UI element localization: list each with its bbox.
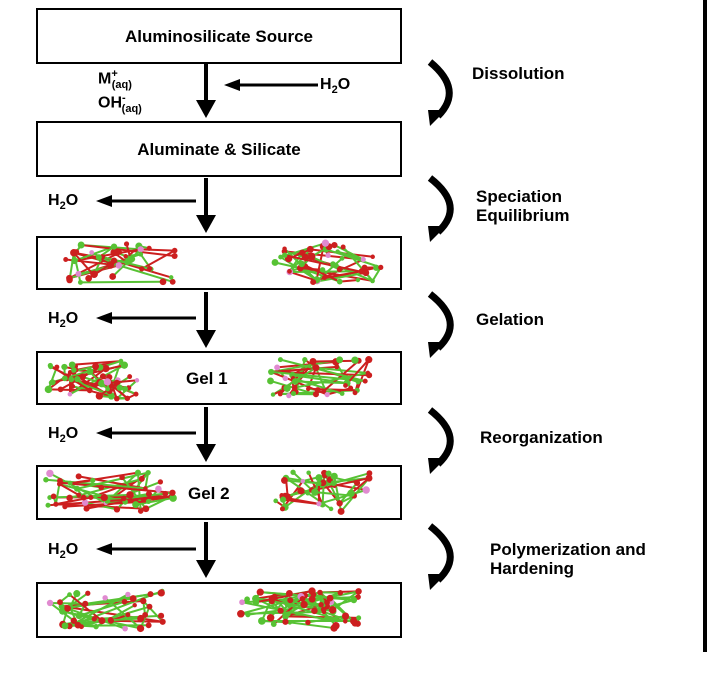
hydroxide-label: OH-(aq): [98, 92, 142, 115]
water-out-arrow-1: [96, 195, 196, 207]
down-arrow-3: [196, 292, 216, 348]
water-out-arrow-3: [96, 427, 196, 439]
water-label-out-4: H2O: [48, 541, 79, 562]
step-reorganization: Reorganization: [480, 428, 603, 447]
box-label-source: Aluminosilicate Source: [125, 27, 313, 46]
water-label-out-2: H2O: [48, 310, 79, 331]
step-speciation-equilibrium: Speciation Equilibrium: [476, 187, 570, 225]
box-aluminosilicate-source: Aluminosilicate Source: [36, 8, 402, 64]
down-arrow-2: [196, 178, 216, 233]
down-arrow-5: [196, 522, 216, 578]
step-gelation: Gelation: [476, 310, 545, 329]
curved-arrow-dissolution: [427, 59, 453, 126]
box-aluminate-silicate: Aluminate & Silicate: [36, 121, 402, 177]
water-out-arrow-2: [96, 312, 196, 324]
right-border-line: [703, 0, 707, 652]
water-in-arrow: [224, 79, 318, 91]
curved-arrow-polymerization: [427, 523, 454, 590]
water-label-out-1: H2O: [48, 192, 79, 213]
water-out-arrow-4: [96, 543, 196, 555]
box-label-aluminate-silicate: Aluminate & Silicate: [137, 140, 301, 159]
gel-1-label: Gel 1: [186, 369, 228, 388]
curved-arrow-gelation: [427, 291, 454, 358]
water-label-out-3: H2O: [48, 425, 79, 446]
gel-2-label: Gel 2: [188, 484, 230, 503]
curved-arrow-speciation: [427, 175, 454, 242]
down-arrow-4: [196, 407, 216, 462]
molecule-clusters: [43, 239, 384, 633]
cation-label: M+(aq): [98, 68, 132, 91]
step-polymerization-hardening: Polymerization and Hardening: [490, 540, 646, 578]
curved-arrow-reorganization: [427, 407, 454, 474]
step-dissolution: Dissolution: [472, 64, 565, 83]
down-arrow-1: [196, 64, 216, 118]
water-label-input: H2O: [320, 76, 351, 97]
